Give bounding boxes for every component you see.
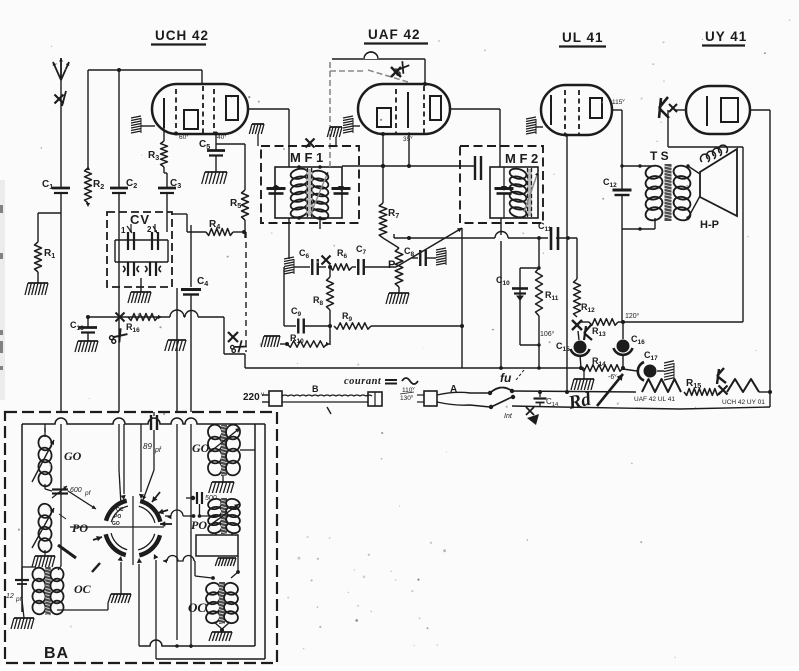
svg-text:C2: C2 <box>126 178 137 190</box>
svg-text:R13: R13 <box>592 326 606 338</box>
svg-text:PO: PO <box>114 514 121 520</box>
svg-text:M F 1: M F 1 <box>290 150 323 165</box>
svg-text:R1: R1 <box>44 248 55 260</box>
svg-text:R9: R9 <box>342 311 353 323</box>
svg-text:OC: OC <box>188 600 206 615</box>
svg-text:P: P <box>388 259 395 271</box>
svg-text:H-P: H-P <box>700 219 719 231</box>
svg-text:600: 600 <box>70 487 82 494</box>
svg-text:UY 41: UY 41 <box>705 29 747 44</box>
svg-text:120v: 120v <box>625 312 640 321</box>
svg-text:R3: R3 <box>148 150 159 162</box>
svg-text:B: B <box>312 384 319 394</box>
svg-text:UCH 42 UY 01: UCH 42 UY 01 <box>722 399 765 406</box>
svg-text:110v: 110v <box>402 386 415 395</box>
svg-text:C9: C9 <box>291 306 302 318</box>
svg-text:OC: OC <box>116 507 124 513</box>
svg-text:fu: fu <box>500 371 512 385</box>
svg-text:PO: PO <box>72 521 88 535</box>
svg-text:Int: Int <box>504 413 513 420</box>
svg-text:-6v: -6v <box>608 373 617 382</box>
svg-text:C10: C10 <box>496 275 510 287</box>
svg-text:C14: C14 <box>546 397 559 408</box>
svg-text:106v: 106v <box>540 330 555 339</box>
svg-text:C17: C17 <box>644 350 658 362</box>
svg-text:C16: C16 <box>631 334 645 346</box>
svg-text:130v: 130v <box>400 394 414 403</box>
svg-text:courant: courant <box>344 376 382 387</box>
svg-text:BA: BA <box>44 645 69 662</box>
svg-text:60v: 60v <box>179 133 189 142</box>
svg-text:R12: R12 <box>581 302 595 314</box>
svg-text:R14: R14 <box>592 356 606 368</box>
svg-text:R8: R8 <box>313 295 324 307</box>
svg-text:R16: R16 <box>126 322 140 334</box>
svg-text:CV: CV <box>130 212 150 227</box>
svg-text:C11: C11 <box>538 221 552 233</box>
svg-text:2: 2 <box>147 225 152 234</box>
svg-text:1: 1 <box>121 226 126 235</box>
svg-text:R2: R2 <box>93 179 104 191</box>
svg-text:C6: C6 <box>299 248 310 260</box>
svg-text:UCH 42: UCH 42 <box>155 28 209 43</box>
svg-text:R11: R11 <box>545 290 559 302</box>
svg-text:R15: R15 <box>686 378 701 390</box>
svg-text:220: 220 <box>243 392 260 403</box>
svg-text:C5: C5 <box>199 139 210 151</box>
svg-text:C13: C13 <box>70 320 84 332</box>
svg-text:115v: 115v <box>612 98 625 107</box>
svg-text:M F 2: M F 2 <box>505 151 538 166</box>
svg-text:pf: pf <box>84 490 92 497</box>
svg-text:40v: 40v <box>217 133 227 142</box>
svg-text:GO: GO <box>192 441 210 455</box>
svg-text:UAF 42 UL 41: UAF 42 UL 41 <box>634 396 675 403</box>
svg-text:PO: PO <box>191 518 207 532</box>
svg-text:UL 41: UL 41 <box>562 30 604 45</box>
svg-text:UAF 42: UAF 42 <box>368 27 421 42</box>
svg-text:GO: GO <box>112 521 120 527</box>
svg-text:T S: T S <box>650 149 669 163</box>
svg-text:R4: R4 <box>209 219 220 231</box>
svg-text:pf: pf <box>154 447 162 454</box>
svg-text:C7: C7 <box>356 244 367 256</box>
svg-text:A: A <box>450 384 457 395</box>
svg-text:GO: GO <box>64 449 82 463</box>
svg-text:C15: C15 <box>556 341 570 353</box>
svg-text:500: 500 <box>205 495 217 502</box>
svg-text:R5: R5 <box>230 198 241 210</box>
svg-text:C12: C12 <box>603 177 617 189</box>
svg-text:C3: C3 <box>170 178 181 190</box>
svg-text:C1: C1 <box>42 179 53 191</box>
svg-text:OC: OC <box>74 582 92 596</box>
svg-text:C8: C8 <box>404 246 415 258</box>
svg-text:89: 89 <box>143 442 152 451</box>
svg-text:R6: R6 <box>337 248 348 260</box>
svg-text:R7: R7 <box>388 208 399 220</box>
svg-text:pf: pf <box>15 596 23 603</box>
svg-text:C4: C4 <box>197 276 208 288</box>
svg-text:Rd: Rd <box>566 389 594 414</box>
svg-text:12: 12 <box>6 593 14 600</box>
svg-text:35v: 35v <box>403 135 413 144</box>
